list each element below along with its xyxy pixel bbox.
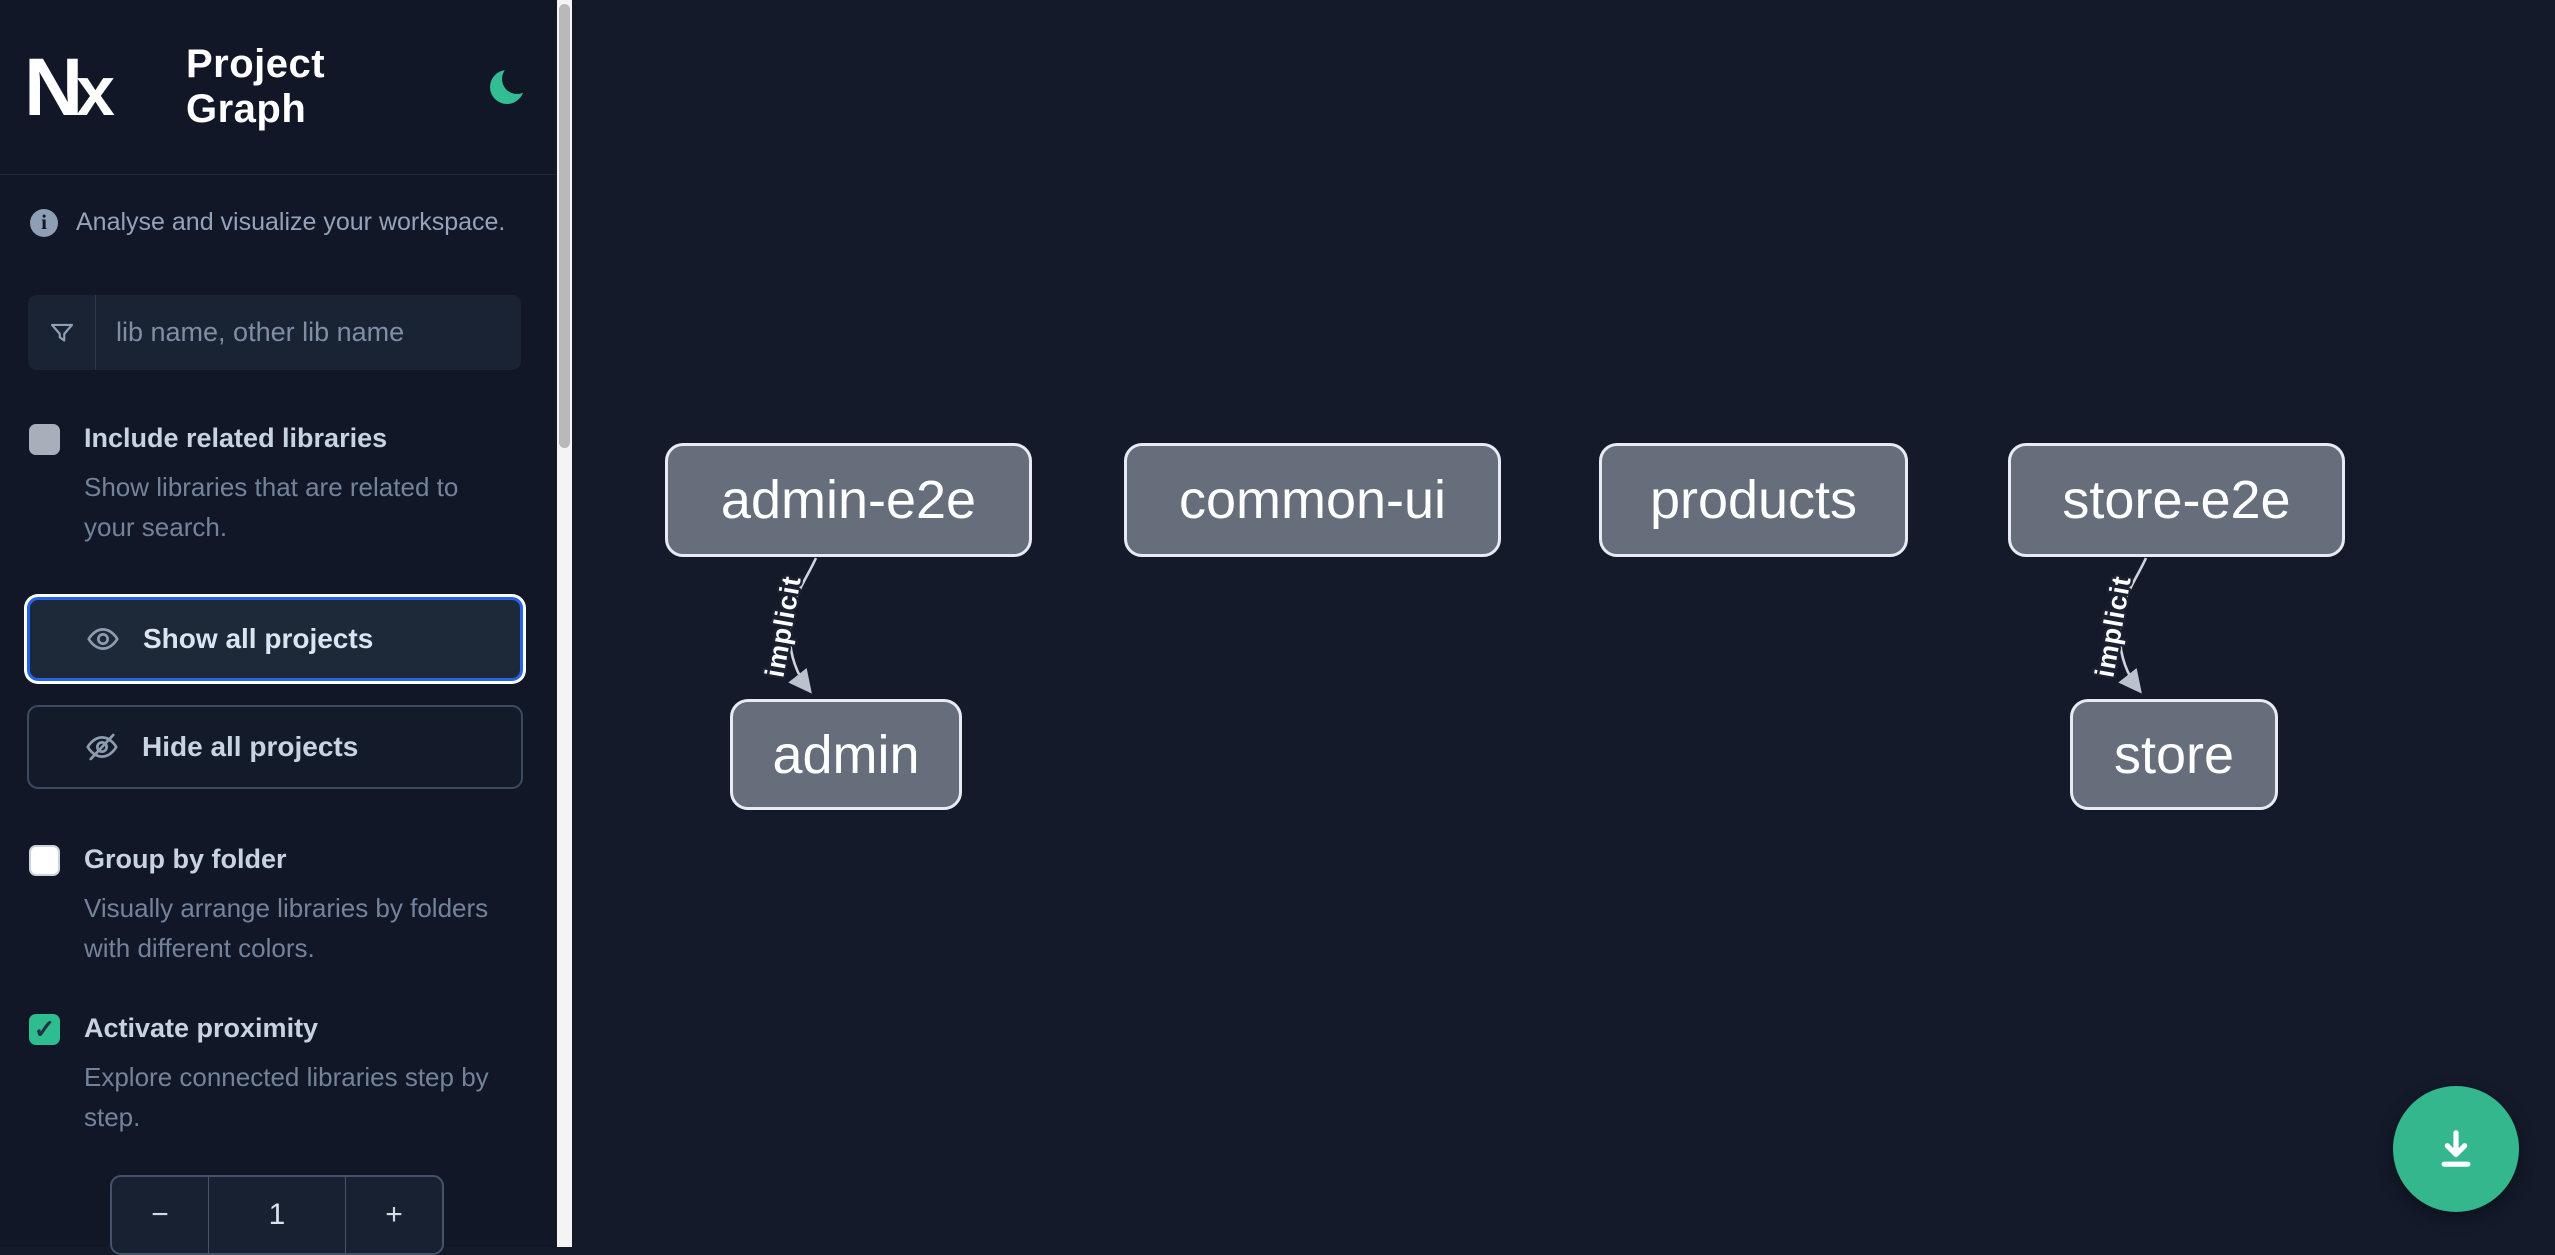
download-icon — [2430, 1123, 2482, 1175]
group-by-folder-checkbox[interactable] — [29, 845, 60, 876]
intro-row: i Analyse and visualize your workspace. — [0, 175, 556, 237]
sidebar-scrollbar-track — [557, 0, 572, 1247]
option-include-related: Include related libraries Show libraries… — [0, 422, 556, 547]
edge-store-e2e-store — [2118, 557, 2148, 694]
intro-text: Analyse and visualize your workspace. — [76, 208, 506, 236]
graph-node-products[interactable]: products — [1599, 443, 1908, 557]
graph-node-admin-e2e[interactable]: admin-e2e — [665, 443, 1032, 557]
stepper-value: 1 — [268, 1198, 286, 1231]
search-input[interactable] — [96, 295, 521, 370]
stepper-decrement-button[interactable]: − — [112, 1177, 209, 1253]
hide-all-projects-label: Hide all projects — [142, 731, 359, 762]
graph-node-store-e2e[interactable]: store-e2e — [2008, 443, 2345, 557]
group-by-folder-description: Visually arrange libraries by folders wi… — [84, 893, 489, 963]
filter-search-box — [28, 295, 521, 370]
download-image-button[interactable] — [2393, 1086, 2519, 1212]
activate-proximity-description: Explore connected libraries step by step… — [84, 1062, 489, 1132]
option-activate-proximity: ✓ Activate proximity Explore connected l… — [0, 1012, 556, 1137]
group-by-folder-label[interactable]: Group by folder — [84, 844, 287, 874]
graph-node-common-ui[interactable]: common-ui — [1124, 443, 1501, 557]
eye-icon — [85, 621, 121, 657]
theme-toggle-moon-icon[interactable] — [490, 64, 532, 106]
stepper-increment-button[interactable]: + — [345, 1177, 442, 1253]
nx-logo: N x — [28, 49, 115, 125]
graph-node-store[interactable]: store — [2070, 699, 2278, 810]
graph-node-admin[interactable]: admin — [730, 699, 962, 810]
svg-text:N: N — [28, 49, 78, 125]
edge-admin-e2e-admin — [788, 557, 818, 694]
svg-text:x: x — [76, 52, 115, 125]
include-related-description: Show libraries that are related to your … — [84, 472, 459, 542]
proximity-depth-stepper: − 1 + — [110, 1175, 444, 1255]
checkmark-icon: ✓ — [33, 1014, 56, 1044]
eye-off-icon — [84, 729, 120, 765]
sidebar: N x Project Graph i Analyse and visualiz… — [0, 0, 556, 1255]
funnel-filter-icon — [28, 295, 96, 370]
show-all-projects-button[interactable]: Show all projects — [27, 597, 523, 681]
sidebar-header: N x Project Graph — [0, 0, 556, 175]
info-icon: i — [30, 208, 58, 237]
page-title: Project Graph — [186, 42, 326, 131]
option-group-by-folder: Group by folder Visually arrange librari… — [0, 843, 556, 968]
show-all-projects-label: Show all projects — [143, 623, 374, 654]
activate-proximity-label[interactable]: Activate proximity — [84, 1013, 319, 1043]
activate-proximity-checkbox[interactable]: ✓ — [29, 1014, 60, 1045]
sidebar-scrollbar-thumb[interactable] — [559, 4, 570, 448]
hide-all-projects-button[interactable]: Hide all projects — [27, 705, 523, 789]
include-related-checkbox[interactable] — [29, 424, 60, 455]
include-related-label[interactable]: Include related libraries — [84, 423, 388, 453]
